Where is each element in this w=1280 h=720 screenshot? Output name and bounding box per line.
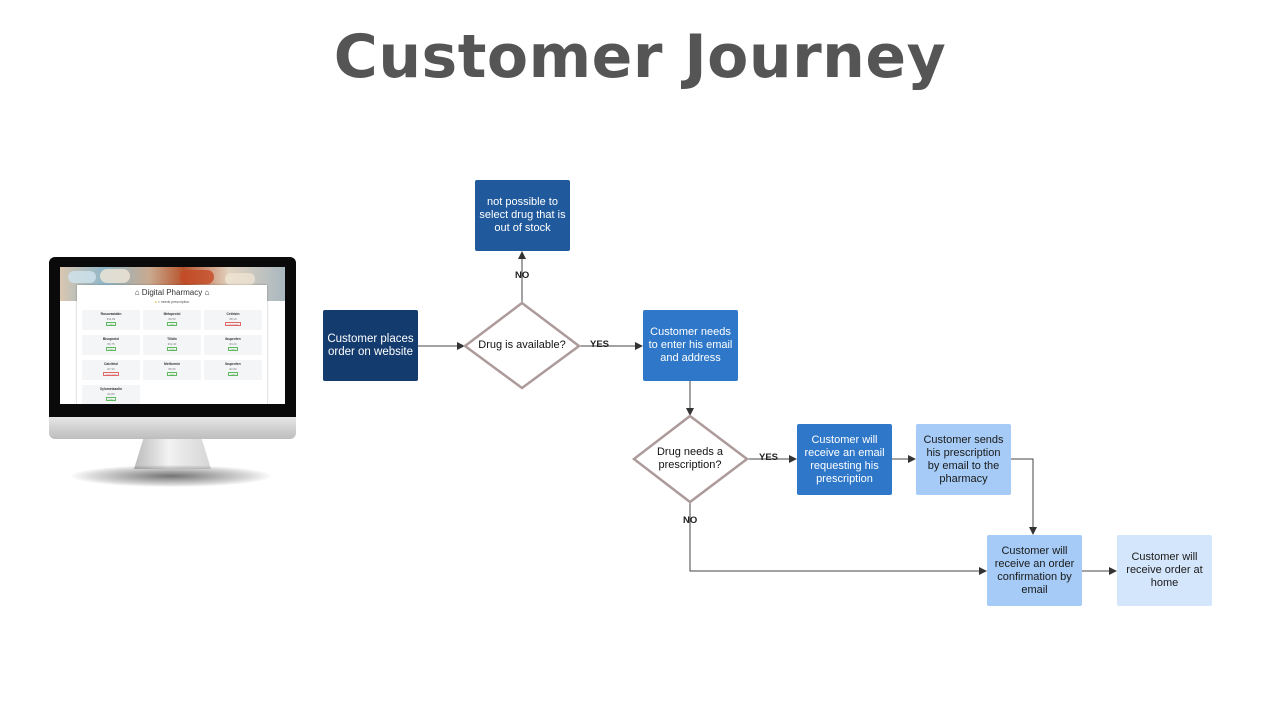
decision-drug-available-label: Drug is available? [478,338,566,351]
product-name: Metformin [164,362,180,366]
node-enter-email-address: Customer needs to enter his email and ad… [643,310,738,381]
product-name: Bisoprolol [102,337,120,341]
monitor-chin [49,417,296,439]
product-name: Rosuvastatin [100,312,122,316]
app-subtitle: ● = needs prescription [154,300,190,304]
product-price: €8,10 [229,317,237,321]
warning-icon: ● [154,300,157,304]
product-order-button: Order [167,322,177,326]
product-order-button: Order [106,397,116,401]
product-order-button: Order [106,322,116,326]
product-name: Cetirizin [226,312,240,316]
page-title: Customer Journey [333,22,947,92]
app-title: ⌂ Digital Pharmacy ⌂ [134,288,210,297]
product-order-button: Order [228,372,238,376]
product-order-button: Order [167,372,177,376]
edge-rx-no [689,502,987,575]
product-price: €12,40 [167,342,177,346]
edge-label-yes-available: YES [590,339,610,350]
decision-prescription-shape [631,414,750,504]
pharmacy-app-panel: ⌂ Digital Pharmacy ⌂ ● = needs prescript… [77,285,267,404]
edge-send-to-confirmation [1010,458,1037,535]
decision-available-shape [462,301,582,390]
edge-label-yes-prescription: YES [759,452,779,463]
node-customer-sends-prescription: Customer sends his prescription by email… [916,424,1011,495]
node-receive-email-request: Customer will receive an email requestin… [797,424,892,495]
monitor-stand [134,439,211,469]
monitor-base-shadow [71,465,271,487]
product-order-button: Order [228,347,238,351]
product-name: Calcitriol [103,362,119,366]
node-receive-order-at-home: Customer will receive order at home [1117,535,1212,606]
product-price: €11,99 [106,317,116,321]
product-order-button: Out of stock [103,372,119,376]
decision-needs-prescription-label: Drug needs a prescription? [656,446,724,471]
edge-label-no-prescription: NO [683,515,698,526]
product-price: €5,60 [168,367,176,371]
product-order-button: Order [167,347,177,351]
product-name: Metoprolol [163,312,181,316]
product-price: €3,90 [229,367,237,371]
product-price: €6,75 [107,342,115,346]
product-name: Tilidin [167,337,177,341]
monitor-screen: ⌂ Digital Pharmacy ⌂ ● = needs prescript… [60,267,285,404]
product-price: €9,50 [168,317,176,321]
product-order-button: Out of stock [225,322,241,326]
node-customer-places-order: Customer places order on website [323,310,418,381]
product-order-button: Order [106,347,116,351]
house-icon: ⌂ [204,288,210,297]
product-name: Xylometazolin [99,387,123,391]
product-price: €2,80 [107,392,115,396]
house-icon: ⌂ [134,288,140,297]
edge-label-no-available: NO [515,270,530,281]
product-name: Ibuprofen [225,362,241,366]
product-price: €4,20 [229,342,237,346]
product-name: Ibuprofen [225,337,241,341]
node-order-confirmation: Customer will receive an order confirmat… [987,535,1082,606]
desktop-monitor-illustration: ⌂ Digital Pharmacy ⌂ ● = needs prescript… [49,257,296,492]
product-price: €7,30 [107,367,115,371]
node-not-possible-out-of-stock: not possible to select drug that is out … [475,180,570,251]
